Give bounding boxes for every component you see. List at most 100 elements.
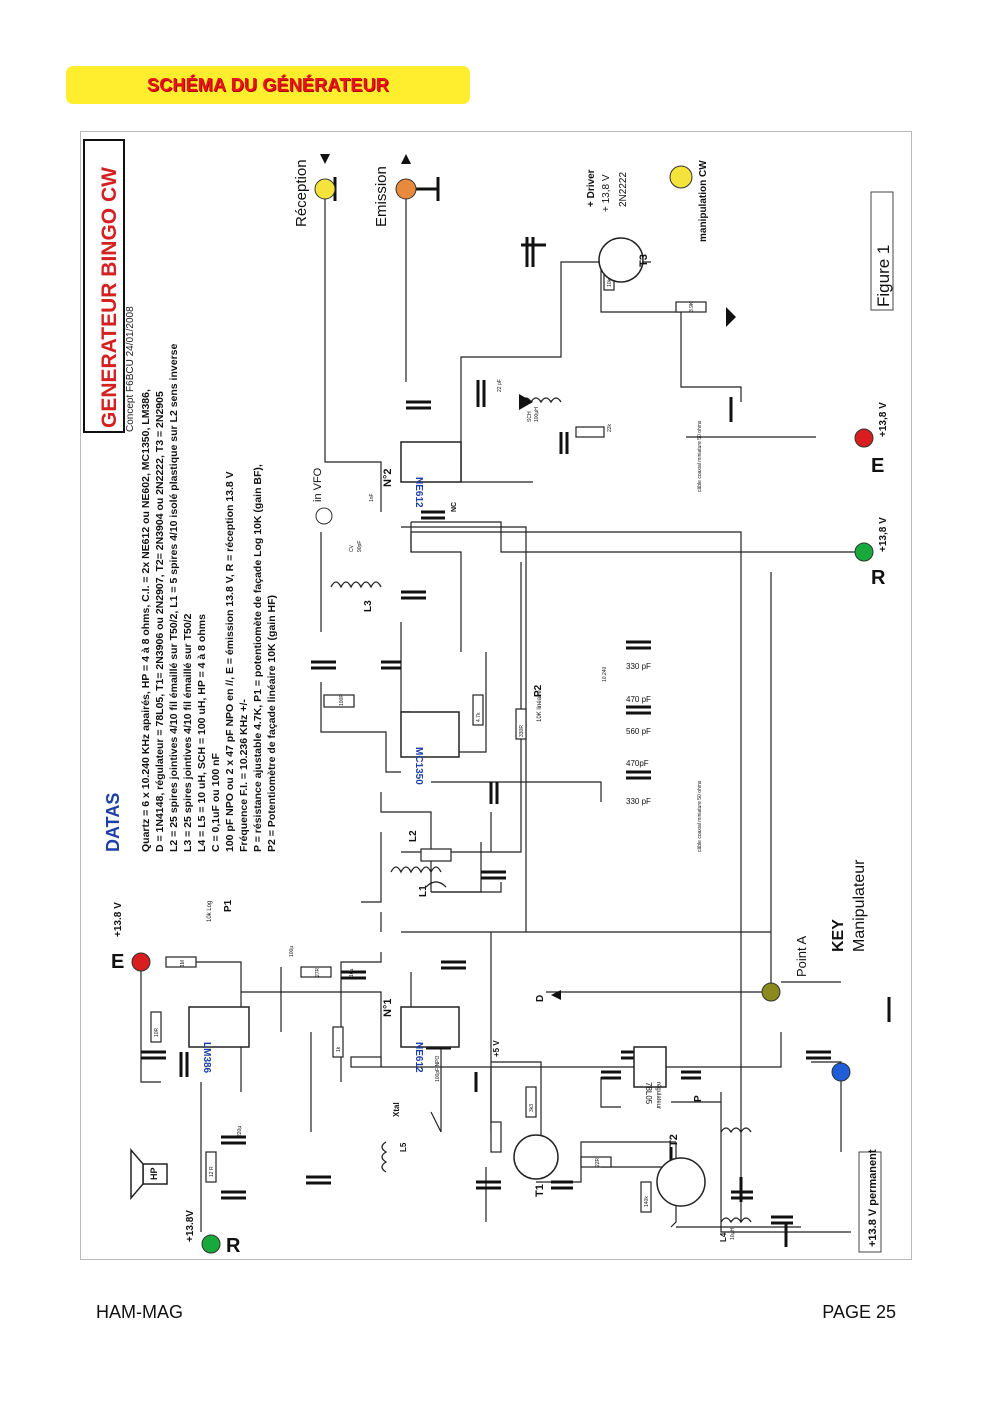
label-c470b: 470pF xyxy=(626,759,649,768)
jack-icon xyxy=(395,178,417,200)
label-manip-cw: manipulation CW xyxy=(698,160,709,242)
jack-icon xyxy=(315,507,333,525)
label-c470a: 470 pF xyxy=(626,695,651,704)
label-t1: T1 xyxy=(534,1184,546,1197)
label-hp: HP xyxy=(149,1167,159,1180)
label-sch: SCH xyxy=(527,411,533,422)
label-r-mid: R xyxy=(871,567,886,589)
jack-icon xyxy=(201,1234,221,1254)
jack-icon xyxy=(314,178,336,200)
figure-label-box xyxy=(870,191,894,311)
label-v5: +5 V xyxy=(492,1040,501,1057)
label-reg: 78L05 xyxy=(644,1082,653,1105)
label-cap100u: 100µ xyxy=(289,946,295,957)
schematic-title-box xyxy=(83,139,125,433)
label-c330a: 330 pF xyxy=(626,662,651,671)
label-reg-small: régulateur xyxy=(655,1082,661,1109)
parts-line: Quartz = 6 x 10.240 KHz apairés, HP = 4 … xyxy=(140,389,152,852)
label-l5: L5 xyxy=(399,1142,408,1152)
label-emission: Emission xyxy=(373,166,390,227)
label-p: P xyxy=(693,1095,704,1102)
label-r3k3: 3k3 xyxy=(529,1104,535,1112)
label-sch-val: 100µH xyxy=(534,407,540,422)
label-r12: 12 R xyxy=(209,1166,215,1177)
label-mc1350: MC1350 xyxy=(413,747,424,785)
label-key: KEY xyxy=(830,919,847,952)
speaker-icon xyxy=(130,1147,168,1201)
ic-regulator xyxy=(633,1046,667,1088)
schematic-subtitle: Concept F6BCU 24/01/2008 xyxy=(125,306,136,432)
label-cap1nf: 1nF xyxy=(369,493,375,502)
transistors xyxy=(513,237,706,1207)
label-ne612-2: NE612 xyxy=(413,477,424,508)
label-coax-2: câble coaxial miniature 50 ohms xyxy=(697,780,703,852)
label-r27: 27R xyxy=(315,967,321,977)
transistor-t2 xyxy=(656,1157,706,1207)
arrow-down-icon xyxy=(320,154,330,164)
label-l2: L2 xyxy=(408,830,419,842)
jack-icon xyxy=(854,428,874,448)
label-r-mid-v: +13,8 V xyxy=(878,517,889,552)
label-l1: L1 xyxy=(418,885,429,897)
parts-line: L2 = 25 spires jointives 4/10 fil émaill… xyxy=(168,344,180,852)
parts-line: D = 1N4148, régulateur = 78L05, T1= 2N39… xyxy=(154,391,166,852)
label-ne612-1: NE612 xyxy=(413,1042,424,1073)
figure-label: Figure 1 xyxy=(874,245,893,307)
footer-page-number: PAGE 25 xyxy=(822,1302,896,1322)
schematic-diagram: GENERATEUR BINGO CW Concept F6BCU 24/01/… xyxy=(83,139,894,1257)
label-v138: + 13,8 V xyxy=(601,174,612,212)
label-r-left-v: +13.8V xyxy=(185,1210,196,1242)
schematic-text: GENERATEUR BINGO CW Concept F6BCU 24/01/… xyxy=(98,159,893,1257)
label-r1m: 1M xyxy=(180,960,186,967)
label-cap10u: 10µ xyxy=(349,968,355,977)
label-cv: CV xyxy=(349,544,355,552)
jack-icon xyxy=(854,542,874,562)
transistor-t1 xyxy=(513,1134,559,1180)
jack-icon xyxy=(831,1062,851,1082)
label-driver: + Driver xyxy=(586,169,597,207)
label-n1: N°1 xyxy=(382,999,394,1017)
label-xtal: Xtal xyxy=(392,1102,401,1117)
label-r22k: 22k xyxy=(607,423,613,432)
label-l3: L3 xyxy=(363,600,374,612)
label-l-val: 10µH xyxy=(730,1228,736,1240)
label-r4k7: 4.7k xyxy=(476,712,482,722)
arrows xyxy=(320,154,411,164)
label-cap22: 22 pF xyxy=(497,379,503,392)
parts-line: L4 = L5 = 10 uH, SCH = 100 uH, HP = 4 à … xyxy=(196,614,208,852)
title-banner: SCHÉMA DU GÉNÉRATEUR xyxy=(66,66,470,104)
label-r22r: 22R xyxy=(595,1157,601,1167)
ic-ne612-1 xyxy=(400,1006,460,1048)
diodes xyxy=(519,307,736,1000)
label-r330: 330R xyxy=(519,725,525,737)
label-e-top-v: +13,8 V xyxy=(878,402,889,437)
parts-line: L3 = 25 spires jointives 4/10 fil émaill… xyxy=(182,613,194,852)
label-p2: P2 xyxy=(533,684,544,697)
label-e-left: E xyxy=(111,951,124,973)
ic-mc1350 xyxy=(400,711,460,758)
label-r100: 100R xyxy=(339,694,345,706)
page-title: SCHÉMA DU GÉNÉRATEUR xyxy=(146,75,389,95)
label-manipulateur: Manipulateur xyxy=(851,859,868,952)
label-r-left: R xyxy=(226,1235,241,1257)
label-cap100npo: 100pF NPO xyxy=(435,1055,441,1082)
label-d: D xyxy=(535,995,546,1002)
label-r3k9: 3.9K xyxy=(689,301,695,312)
label-r10r: 10R xyxy=(154,1027,160,1037)
label-reception: Réception xyxy=(293,159,310,227)
footer-magazine: HAM-MAG xyxy=(96,1302,183,1322)
label-p2-val: 10K linéaire xyxy=(537,690,543,722)
label-p1: P1 xyxy=(223,899,234,912)
ic-chips xyxy=(188,441,667,1088)
label-r10k: 10k xyxy=(607,278,613,287)
jacks xyxy=(131,165,874,1254)
resistors xyxy=(150,261,707,1213)
label-c560: 560 pF xyxy=(626,727,651,736)
label-nc: NC xyxy=(451,502,458,512)
label-lm386: LM386 xyxy=(201,1042,212,1074)
label-p1-val: 10k Log xyxy=(207,901,213,922)
label-t3: T3 xyxy=(638,254,650,267)
label-e-top: E xyxy=(871,455,884,477)
label-r1k: 1k xyxy=(336,1046,342,1052)
schematic-title: GENERATEUR BINGO CW xyxy=(98,167,121,428)
